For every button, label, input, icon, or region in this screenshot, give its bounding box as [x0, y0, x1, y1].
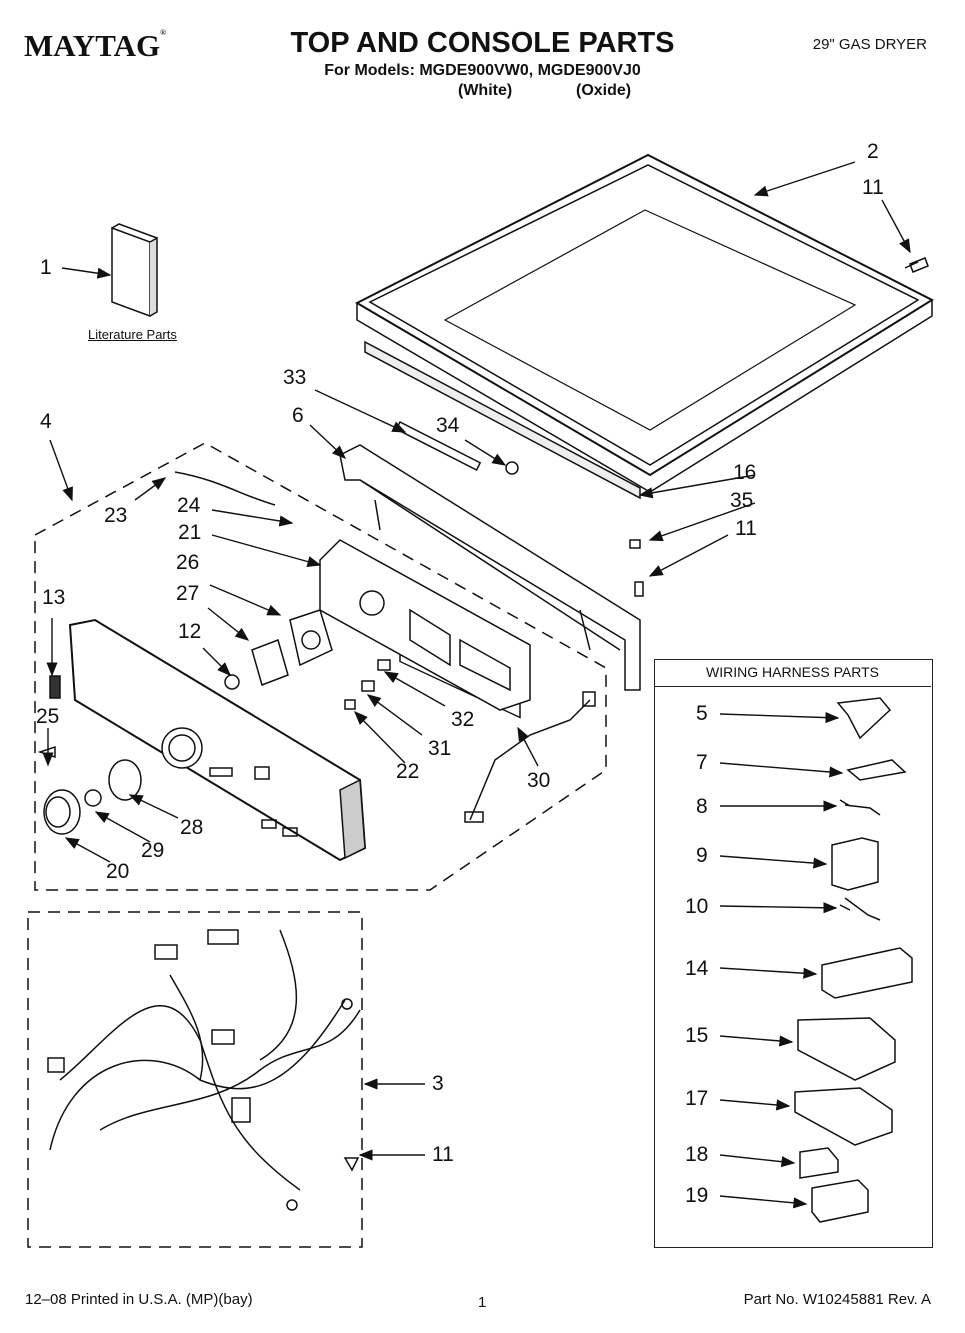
- literature-parts-label: Literature Parts: [88, 327, 177, 342]
- callout-5: 5: [696, 702, 708, 725]
- literature-booklet: [111, 223, 158, 318]
- knob-icon: [37, 745, 142, 835]
- callout-11c: 11: [432, 1143, 454, 1166]
- callout-17: 17: [685, 1087, 709, 1110]
- dryer-type: 29" GAS DRYER: [812, 36, 927, 53]
- callout-13: 13: [42, 586, 66, 609]
- callout-22: 22: [396, 760, 420, 783]
- wiring-harness-box: [654, 659, 933, 1248]
- harness-30: [469, 699, 591, 821]
- callout-11: 11: [862, 176, 884, 199]
- main-harness: [49, 999, 346, 1151]
- callout-3: 3: [432, 1072, 444, 1095]
- callout-35: 35: [730, 489, 754, 512]
- control-board: [319, 539, 531, 711]
- callout-20: 20: [106, 860, 130, 883]
- callout-6: 6: [292, 404, 304, 427]
- callout-15: 15: [685, 1024, 709, 1047]
- callout-10: 10: [685, 895, 709, 918]
- wiring-harness-title: WIRING HARNESS PARTS: [654, 659, 931, 687]
- console-panel: [49, 618, 367, 862]
- callout-4: 4: [40, 410, 52, 433]
- callout-8: 8: [696, 795, 708, 818]
- page-title: TOP AND CONSOLE PARTS: [290, 27, 675, 59]
- callout-33: 33: [283, 366, 307, 389]
- part-number: Part No. W10245881 Rev. A: [743, 1291, 931, 1308]
- callout-16: 16: [733, 461, 757, 484]
- variant-white: (White): [458, 82, 513, 99]
- wiring-part-icons: [794, 697, 913, 1223]
- models-line: For Models: MGDE900VW0, MGDE900VJ0: [324, 62, 641, 79]
- callout-31: 31: [428, 737, 452, 760]
- print-info: 12–08 Printed in U.S.A. (MP)(bay): [25, 1291, 253, 1308]
- callout-2: 2: [867, 140, 879, 163]
- callout-27: 27: [176, 582, 200, 605]
- callout-30: 30: [527, 769, 551, 792]
- encoder-switch: [224, 609, 333, 690]
- callout-19: 19: [685, 1184, 709, 1207]
- brand-logo: MAYTAG®: [24, 28, 167, 63]
- variant-oxide: (Oxide): [576, 82, 632, 99]
- callout-32: 32: [451, 708, 475, 731]
- callout-29: 29: [141, 839, 165, 862]
- callout-34: 34: [436, 414, 460, 437]
- callout-23: 23: [104, 504, 128, 527]
- callout-7: 7: [696, 751, 708, 774]
- callout-25: 25: [36, 705, 60, 728]
- callout-12: 12: [178, 620, 202, 643]
- harness-23: [174, 471, 276, 506]
- callout-1: 1: [40, 256, 52, 279]
- dryer-top-panel: [354, 153, 935, 500]
- callout-21: 21: [178, 521, 202, 544]
- callout-26: 26: [176, 551, 200, 574]
- callout-18: 18: [685, 1143, 709, 1166]
- callout-9: 9: [696, 844, 708, 867]
- page-number: 1: [478, 1294, 487, 1311]
- callout-28: 28: [180, 816, 204, 839]
- callout-11b: 11: [735, 517, 757, 540]
- screw-icon: [904, 257, 929, 273]
- callout-14: 14: [685, 957, 709, 980]
- callout-24: 24: [177, 494, 201, 517]
